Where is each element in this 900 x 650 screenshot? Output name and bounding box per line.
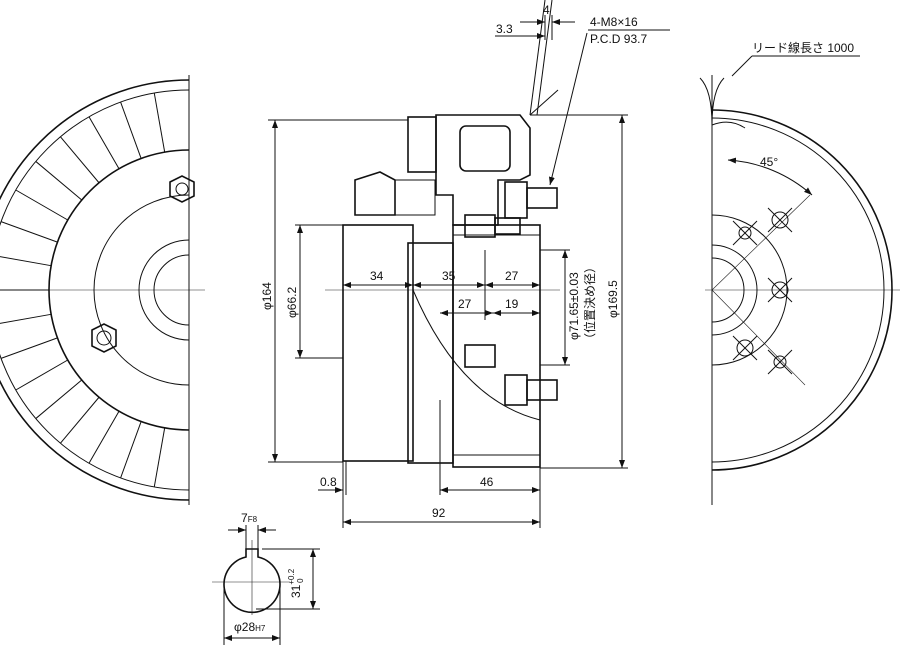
dim-dia-71-65-note: （位置決め径） (582, 261, 597, 345)
dim-dia-66-2: φ66.2 (285, 287, 299, 318)
nut-icon (169, 175, 195, 203)
fin-line (35, 379, 83, 419)
dim-dia-71-65: φ71.65±0.03 (567, 272, 581, 340)
fin-line (35, 161, 83, 201)
bolt-spec-label: 4-M8×16 (590, 15, 638, 29)
dim-0-8: 0.8 (320, 475, 337, 489)
dim-92: 92 (432, 506, 446, 520)
front-view-left (0, 75, 205, 505)
fin-line (153, 92, 166, 153)
dim-lead-offset: 3.3 (496, 22, 513, 36)
bolt-hole-icon (767, 207, 793, 233)
dim-27-top: 27 (505, 269, 519, 283)
fin-line (15, 189, 69, 221)
fin-line (88, 410, 120, 464)
front-view-right: リード線長さ 1000 45° (699, 40, 900, 505)
dim-46: 46 (480, 475, 494, 489)
fin-line (60, 136, 100, 184)
lead-dimensions: 4 3.3 4-M8×16 P.C.D 93.7 (495, 3, 670, 186)
bolt-hole-icon (732, 220, 758, 246)
lead-length-label: リード線長さ 1000 (752, 40, 854, 55)
bolt-holes (732, 207, 793, 375)
bolt-hole-icon (767, 349, 793, 375)
fin-line (120, 421, 142, 479)
angle-label: 45° (760, 155, 778, 169)
dim-34: 34 (370, 269, 384, 283)
fin-line (0, 337, 58, 359)
side-dimensions: φ164 φ66.2 34 35 27 27 19 φ71.65±0.03 （位… (260, 114, 628, 528)
dim-lead-width: 4 (543, 3, 550, 17)
bolt-hole-icon (732, 335, 758, 361)
cooling-fins (0, 92, 166, 488)
dim-dia-164: φ164 (260, 282, 274, 310)
nut-icon (91, 323, 117, 353)
fin-line (0, 256, 52, 267)
dim-27-bottom: 27 (458, 297, 472, 311)
fin-line (88, 116, 120, 170)
fin-line (120, 101, 142, 159)
fin-line (0, 313, 52, 324)
dim-35: 35 (442, 269, 456, 283)
dim-19: 19 (505, 297, 519, 311)
dim-dia-169-5: φ169.5 (606, 280, 620, 318)
shaft-keyway-section: 7F8 31+0.20 φ28H7 (212, 511, 320, 645)
pcd-label: P.C.D 93.7 (590, 32, 647, 46)
fin-line (60, 396, 100, 444)
fin-line (0, 221, 58, 243)
bolt-hole-icon (767, 277, 793, 303)
bore-diameter: φ28H7 (234, 620, 266, 634)
fin-line (153, 427, 166, 488)
side-view (325, 0, 560, 468)
keyway-depth: 31+0.20 (287, 568, 305, 598)
fin-line (15, 359, 69, 391)
keyway-width: 7F8 (241, 511, 258, 525)
